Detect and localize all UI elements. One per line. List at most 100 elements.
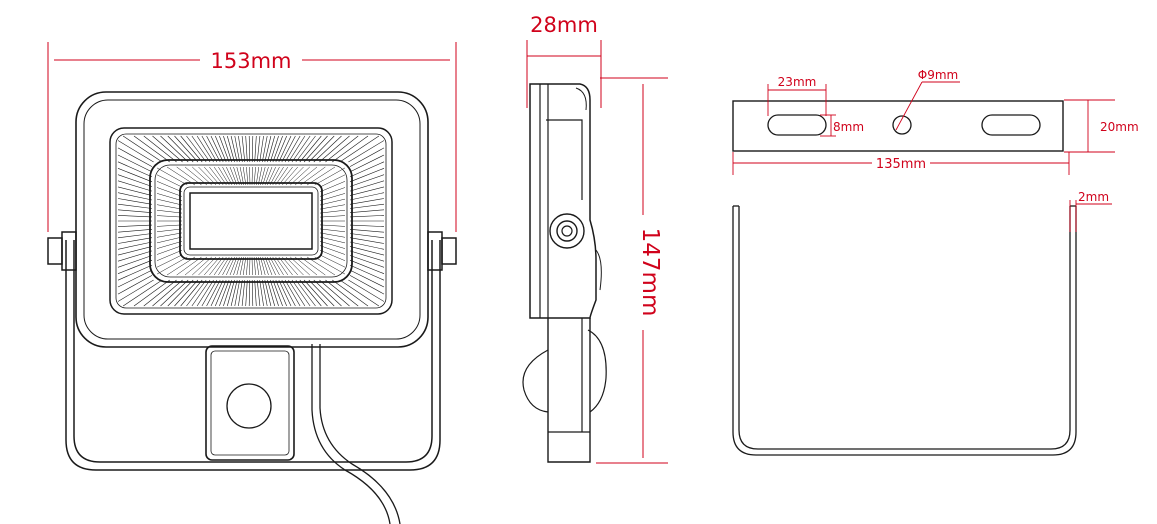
reflector-ray [272,256,284,276]
reflector-ray [349,229,385,233]
reflector-ray [349,215,385,218]
reflector-ray [246,166,249,186]
reflector-ray [319,193,346,201]
reflector-ray [319,204,346,210]
bracket-slot-width-dimension: 8mm [820,114,864,137]
reflector-ray [319,254,346,268]
reflector-ray [319,245,346,255]
reflector-ray [213,166,227,186]
reflector-ray [218,166,230,186]
reflector-ray [117,229,153,233]
reflector-ray [230,135,238,163]
reflector-ray [227,135,235,163]
reflector-ray [262,256,269,276]
reflector-ray [241,279,246,307]
reflector-ray [204,166,220,186]
reflector-ray [239,166,244,186]
reflector-ray [319,249,346,261]
reflector-ray [133,135,170,163]
reflector-ray [308,135,335,163]
reflector-ray [166,166,196,186]
reflector-ray [300,166,326,186]
bracket-plate-length-label: 135mm [876,157,926,172]
reflector-ray [213,256,227,276]
reflector-ray [349,180,385,192]
reflector-ray [349,264,385,281]
front-body-outer [75,91,429,348]
reflector-ray [339,279,380,307]
reflector-ray [267,135,275,163]
reflector-ray [256,135,261,163]
reflector-ray [349,275,385,295]
reflector-ray [234,135,240,163]
reflector-ray [143,279,177,307]
reflector-ray [209,166,224,186]
reflector-ray [264,256,273,276]
reflector-ray [325,135,359,163]
reflector-ray [219,279,230,307]
reflector-ray [204,256,220,276]
reflector-ray [156,193,183,201]
bracket-slot-left [767,114,827,136]
reflector-ray [282,166,298,186]
reflector-ray [117,209,153,213]
reflector-ray [260,256,266,276]
reflector-ray [245,135,248,163]
reflector-ray [306,166,336,186]
bracket-plate-length-dimension: 135mm [732,152,1070,175]
reflector-ray [180,279,203,307]
reflector-ray [288,135,306,163]
reflector-ray [349,237,385,244]
reflector-ray [253,256,256,276]
reflector-ray [349,269,385,288]
reflector-ray [152,279,183,307]
reflector-ray [267,166,276,186]
reflector-ray [117,279,154,302]
reflector-ray [349,168,385,183]
reflector-ray [238,279,243,307]
reflector-ray [229,256,238,276]
bracket-slot-width-label: 8mm [833,120,864,134]
reflector-ray [117,241,153,250]
reflector-ray [254,279,257,307]
reflector-ray [349,255,385,268]
reflector-ray [319,215,346,218]
reflector-ray [167,135,194,163]
reflector-ray [294,166,318,186]
reflector-ray [314,256,346,275]
reflector-ray [176,256,202,276]
reflector-ray [251,279,254,307]
reflector-ray [264,135,272,163]
reflector-ray [184,256,208,276]
reflector-ray [117,215,153,218]
reflector-ray [278,135,292,163]
reflector-ray [349,233,385,239]
reflector-ray [156,256,188,275]
reflector-ray [269,279,279,307]
reflector-ray [288,279,306,307]
reflector-ray [275,135,287,163]
side-depth-label: 28mm [530,13,598,37]
reflector-ray [319,241,346,249]
reflector-ray [156,209,183,214]
reflector-ray [186,135,207,163]
reflector-ray [254,135,257,163]
reflector-ray [156,249,183,261]
reflector-ray [306,256,336,276]
reflector-ray [269,166,280,186]
reflector-ray [284,135,301,163]
reflector-ray [198,256,217,276]
reflector-ray [234,279,240,307]
reflector-ray [210,135,224,163]
reflector-ray [156,245,183,255]
reflector-ray [117,237,153,244]
front-power-cable [311,344,401,524]
reflector-ray [156,228,183,233]
reflector-ray [251,166,253,186]
reflector-ray [313,135,342,163]
front-reflector-frame [109,127,393,315]
reflector-ray [319,209,346,214]
reflector-ray [156,198,183,206]
bracket-hole-diameter-label: Φ9mm [918,68,958,82]
reflector-ray [291,135,311,163]
